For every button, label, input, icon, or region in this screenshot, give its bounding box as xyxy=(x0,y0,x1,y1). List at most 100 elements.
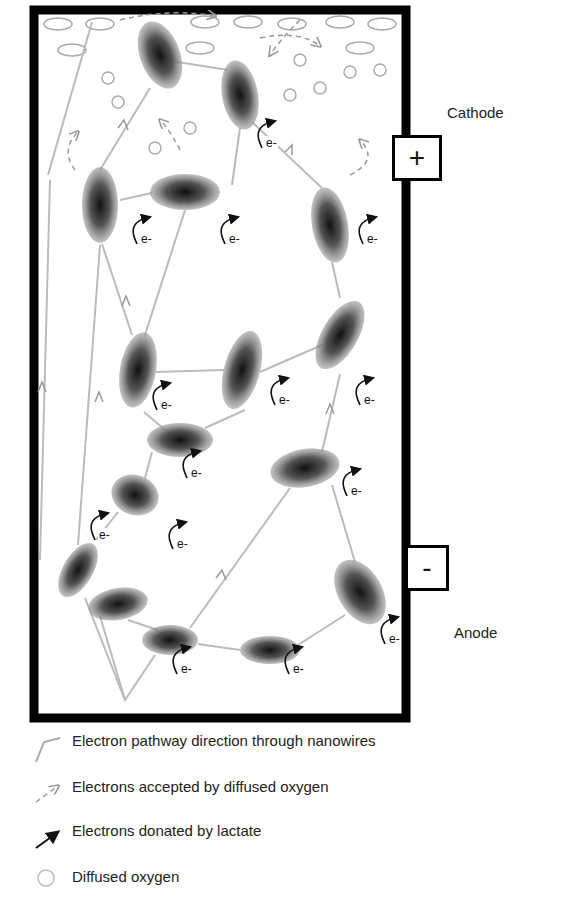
legend-entry: Electrons accepted by diffused oxygen xyxy=(72,778,329,796)
shape-ellipse xyxy=(142,625,198,655)
oxygen-acceptance-arrows xyxy=(68,13,368,175)
shape-ellipse xyxy=(186,42,214,54)
electron-label: e- xyxy=(363,393,376,407)
svg-path xyxy=(38,382,46,392)
svg-path xyxy=(326,404,334,414)
svg-path xyxy=(216,570,226,580)
svg-path xyxy=(145,452,152,478)
electron-label: e- xyxy=(278,393,291,407)
polarity-sign: + xyxy=(395,144,439,172)
shape-ellipse xyxy=(106,468,165,522)
shape-ellipse xyxy=(129,15,191,94)
electron-label: e- xyxy=(98,528,111,542)
chamber-frame xyxy=(34,10,406,718)
svg-path xyxy=(145,210,185,335)
polarity-sign: - xyxy=(408,554,446,582)
terminal-box: -Anode xyxy=(405,545,449,591)
svg-path xyxy=(350,140,368,175)
legend-entry: Electrons donated by lactate xyxy=(72,822,261,840)
electron-label: e- xyxy=(366,232,379,246)
electron-label: e- xyxy=(292,662,305,676)
svg-path xyxy=(322,374,340,452)
svg-path xyxy=(118,120,128,130)
electron-label: e- xyxy=(190,466,203,480)
shape-circle xyxy=(184,122,196,134)
svg-path xyxy=(332,262,340,298)
legend-samples xyxy=(36,738,60,886)
shape-circle xyxy=(102,72,114,84)
lactate-arrows xyxy=(91,121,398,674)
shape-ellipse xyxy=(147,423,213,457)
shape-ellipse xyxy=(50,537,106,604)
bacteria xyxy=(50,15,397,664)
electron-label: e- xyxy=(265,136,278,150)
svg-path xyxy=(120,13,215,20)
electron-label: e- xyxy=(140,232,153,246)
legend-entry: Diffused oxygen xyxy=(72,868,179,886)
electrode-label: Anode xyxy=(454,624,497,641)
shape-circle xyxy=(374,64,386,76)
shape-ellipse xyxy=(214,327,269,414)
electron-label: e- xyxy=(176,537,189,551)
svg-path xyxy=(190,488,290,628)
shape-ellipse xyxy=(326,16,354,28)
direction-chevrons xyxy=(38,120,334,580)
shape-circle xyxy=(344,66,356,78)
svg-path xyxy=(95,392,103,402)
shape-ellipse xyxy=(323,551,396,634)
svg-path xyxy=(260,345,322,372)
shape-ellipse xyxy=(114,329,163,410)
shape-circle xyxy=(149,142,161,154)
shape-ellipse xyxy=(346,42,374,54)
shape-circle xyxy=(284,89,296,101)
svg-path xyxy=(36,786,58,802)
svg-path xyxy=(160,120,180,150)
shape-ellipse xyxy=(305,293,374,377)
svg-path xyxy=(68,132,78,170)
electrode-label: Cathode xyxy=(447,104,504,121)
svg-path xyxy=(198,644,240,650)
shape-ellipse xyxy=(86,583,151,625)
shape-ellipse xyxy=(191,16,219,28)
electron-label: e- xyxy=(350,484,363,498)
svg-path xyxy=(36,738,60,762)
svg-path xyxy=(36,832,58,848)
shape-ellipse xyxy=(234,16,262,28)
svg-path xyxy=(102,244,132,335)
shape-ellipse xyxy=(82,167,118,243)
terminal-box: +Cathode xyxy=(392,135,442,181)
svg-path xyxy=(285,145,292,155)
shape-circle xyxy=(294,54,306,66)
legend-entry: Electron pathway direction through nanow… xyxy=(72,732,376,750)
shape-ellipse xyxy=(306,184,355,265)
diffused-oxygen xyxy=(44,16,396,154)
shape-ellipse xyxy=(44,18,72,30)
svg-path xyxy=(122,296,130,306)
shape-circle xyxy=(38,870,54,886)
svg-path xyxy=(156,370,224,372)
svg-path xyxy=(232,128,240,185)
shape-ellipse xyxy=(368,18,396,30)
electron-label: e- xyxy=(160,398,173,412)
svg-path xyxy=(270,20,300,55)
svg-path xyxy=(120,193,152,200)
svg-path xyxy=(78,245,100,545)
svg-path xyxy=(100,88,150,170)
electron-label: e- xyxy=(388,632,401,646)
shape-circle xyxy=(314,82,326,94)
svg-path xyxy=(205,410,245,428)
shape-ellipse xyxy=(150,174,220,210)
nanowires xyxy=(40,22,355,700)
shape-ellipse xyxy=(267,443,343,493)
svg-path xyxy=(298,615,345,645)
shape-ellipse xyxy=(216,57,264,132)
svg-path xyxy=(40,180,50,560)
electron-label: e- xyxy=(228,232,241,246)
shape-ellipse xyxy=(240,636,300,664)
electron-label: e- xyxy=(180,662,193,676)
svg-path xyxy=(48,22,92,175)
shape-circle xyxy=(112,96,124,108)
svg-path xyxy=(100,616,125,700)
